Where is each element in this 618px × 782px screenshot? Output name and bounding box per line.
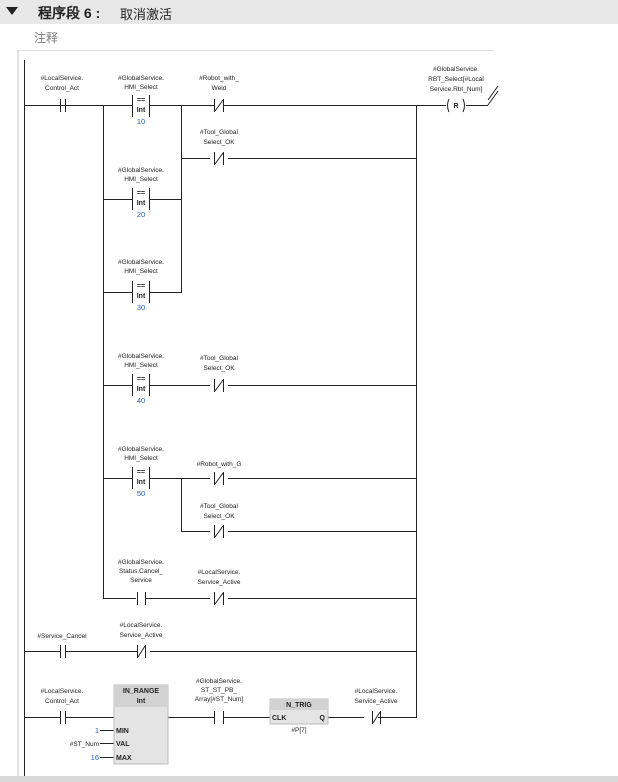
contact-service-active-1[interactable]: #LocalService. Service_Active (198, 569, 241, 605)
svg-text:==: == (137, 97, 145, 104)
contact-service-active-2[interactable]: #LocalService. Service_Active (120, 622, 163, 658)
svg-text:HMI_Select: HMI_Select (124, 268, 158, 275)
pin-max-value: 16 (91, 753, 99, 762)
svg-text:10: 10 (137, 117, 145, 126)
contact-tool-global-select-ok-1[interactable]: #Tool_Global Select_OK (200, 129, 239, 165)
svg-text:==: == (137, 469, 145, 476)
svg-text:ST_ST_PB_: ST_ST_PB_ (201, 687, 238, 694)
svg-text:Array[#ST_Num]: Array[#ST_Num] (195, 696, 244, 703)
svg-text:#Tool_Global: #Tool_Global (200, 129, 238, 136)
n-trig-clk: CLK (272, 715, 286, 722)
contact-robot-with-g[interactable]: #Robot_with_G (197, 461, 242, 485)
n-trig-instance: #P[7] (291, 727, 306, 734)
horizontal-scrollbar[interactable] (0, 776, 618, 782)
svg-text:HMI_Select: HMI_Select (124, 455, 158, 462)
svg-text:#GlobalService.: #GlobalService. (118, 75, 164, 82)
svg-text:#GlobalService.: #GlobalService. (118, 559, 164, 566)
svg-text:Status.Cancel_: Status.Cancel_ (119, 568, 163, 575)
svg-text:Service_Active: Service_Active (355, 698, 398, 705)
svg-text:Service_Active: Service_Active (120, 632, 163, 639)
svg-text:==: == (137, 190, 145, 197)
svg-text:#LocalService.: #LocalService. (198, 569, 241, 576)
svg-text:==: == (137, 283, 145, 290)
pin-max: MAX (116, 755, 132, 762)
svg-text:Int: Int (137, 293, 146, 300)
contact-localservice-control-act-2[interactable]: #LocalService. Control_Act (41, 688, 84, 724)
svg-text:#LocalService.: #LocalService. (355, 688, 398, 695)
contact-localservice-control-act-1[interactable]: #LocalService. Control_Act (41, 75, 84, 112)
svg-text:40: 40 (137, 396, 145, 405)
contact-status-cancel-service[interactable]: #GlobalService. Status.Cancel_ Service (118, 559, 164, 605)
comment-placeholder: 注释 (34, 31, 59, 45)
contact-tool-global-select-ok-2[interactable]: #Tool_Global Select_OK (200, 355, 239, 392)
svg-text:Control_Act: Control_Act (45, 85, 79, 92)
network-header: 程序段 6 : 取消激活 (0, 0, 618, 24)
svg-text:HMI_Select: HMI_Select (124, 362, 158, 369)
svg-text:#LocalService.: #LocalService. (120, 622, 163, 629)
svg-text:Int: Int (137, 107, 146, 114)
network-subtitle[interactable]: 取消激活 (120, 7, 173, 22)
svg-text:#GlobalService.: #GlobalService. (118, 259, 164, 266)
svg-text:#Service_Cancel: #Service_Cancel (37, 633, 87, 640)
contact-service-cancel[interactable]: #Service_Cancel (37, 633, 87, 658)
svg-text:Weld: Weld (212, 85, 227, 92)
svg-text:#GlobalService.: #GlobalService. (118, 167, 164, 174)
svg-text:50: 50 (137, 489, 145, 498)
pin-val: VAL (116, 741, 130, 748)
compare-hmi-select-10[interactable]: #GlobalService. HMI_Select == Int 10 (118, 75, 164, 126)
n-trig-title: N_TRIG (286, 702, 312, 709)
compare-hmi-select-30[interactable]: #GlobalService. HMI_Select == Int 30 (118, 259, 164, 312)
svg-text:30: 30 (137, 303, 145, 312)
svg-text:Service_Active: Service_Active (198, 579, 241, 586)
collapse-triangle-icon[interactable] (6, 7, 18, 15)
compare-hmi-select-40[interactable]: #GlobalService. HMI_Select == Int 40 (118, 353, 164, 405)
svg-text:==: == (137, 376, 145, 383)
svg-text:#GlobalService.: #GlobalService. (118, 446, 164, 453)
svg-text:Service: Service (130, 577, 152, 584)
compare-hmi-select-20[interactable]: #GlobalService. HMI_Select == Int 20 (118, 167, 164, 219)
svg-text:Service.Rbt_Num]: Service.Rbt_Num] (430, 86, 483, 93)
in-range-type: Int (137, 698, 146, 705)
svg-text:#LocalService.: #LocalService. (41, 688, 84, 695)
svg-text:#Tool_Global: #Tool_Global (200, 355, 238, 362)
svg-text:R: R (453, 103, 458, 110)
pin-min: MIN (116, 728, 129, 735)
contact-service-active-3[interactable]: #LocalService. Service_Active (355, 688, 398, 724)
svg-text:20: 20 (137, 210, 145, 219)
in-range-box[interactable]: IN_RANGE Int MIN VAL MAX 1 #ST_Num 16 (70, 684, 169, 765)
svg-text:#GlobalService.: #GlobalService. (196, 678, 242, 685)
contact-tool-global-select-ok-3[interactable]: #Tool_Global Select_OK (200, 503, 239, 538)
contact-robot-with-weld[interactable]: #Robot_with_ Weld (199, 75, 239, 112)
svg-text:Int: Int (137, 386, 146, 393)
svg-text:Select_OK: Select_OK (203, 139, 235, 146)
svg-text:Int: Int (137, 200, 146, 207)
svg-text:#Robot_with_G: #Robot_with_G (197, 461, 242, 468)
in-range-title: IN_RANGE (123, 688, 160, 695)
svg-text:#GlobalService.: #GlobalService. (118, 353, 164, 360)
svg-text:HMI_Select: HMI_Select (124, 84, 158, 91)
svg-text:RBT_Select[#Local: RBT_Select[#Local (428, 76, 484, 83)
pin-min-value: 1 (95, 726, 99, 735)
contact-st-pb-array[interactable]: #GlobalService. ST_ST_PB_ Array[#ST_Num] (195, 678, 244, 724)
svg-text:#LocalService.: #LocalService. (41, 75, 84, 82)
reset-coil-rbt-select[interactable]: #GlobalService. RBT_Select[#Local Servic… (428, 66, 484, 113)
comment-field[interactable]: 注释 (18, 26, 494, 51)
compare-hmi-select-50[interactable]: #GlobalService. HMI_Select == Int 50 (118, 446, 164, 498)
pin-val-value: #ST_Num (70, 741, 99, 748)
network-title: 程序段 6 : (38, 5, 101, 21)
svg-text:#Robot_with_: #Robot_with_ (199, 75, 239, 82)
n-trig-q: Q (320, 715, 326, 722)
n-trig-box[interactable]: N_TRIG CLK Q #P[7] (269, 698, 329, 734)
svg-text:HMI_Select: HMI_Select (124, 176, 158, 183)
svg-text:Int: Int (137, 479, 146, 486)
svg-text:Control_Act: Control_Act (45, 698, 79, 705)
svg-text:#Tool_Global: #Tool_Global (200, 503, 238, 510)
svg-text:Select_OK: Select_OK (203, 513, 235, 520)
svg-text:Select_OK: Select_OK (203, 365, 235, 372)
svg-text:#GlobalService.: #GlobalService. (433, 66, 479, 73)
